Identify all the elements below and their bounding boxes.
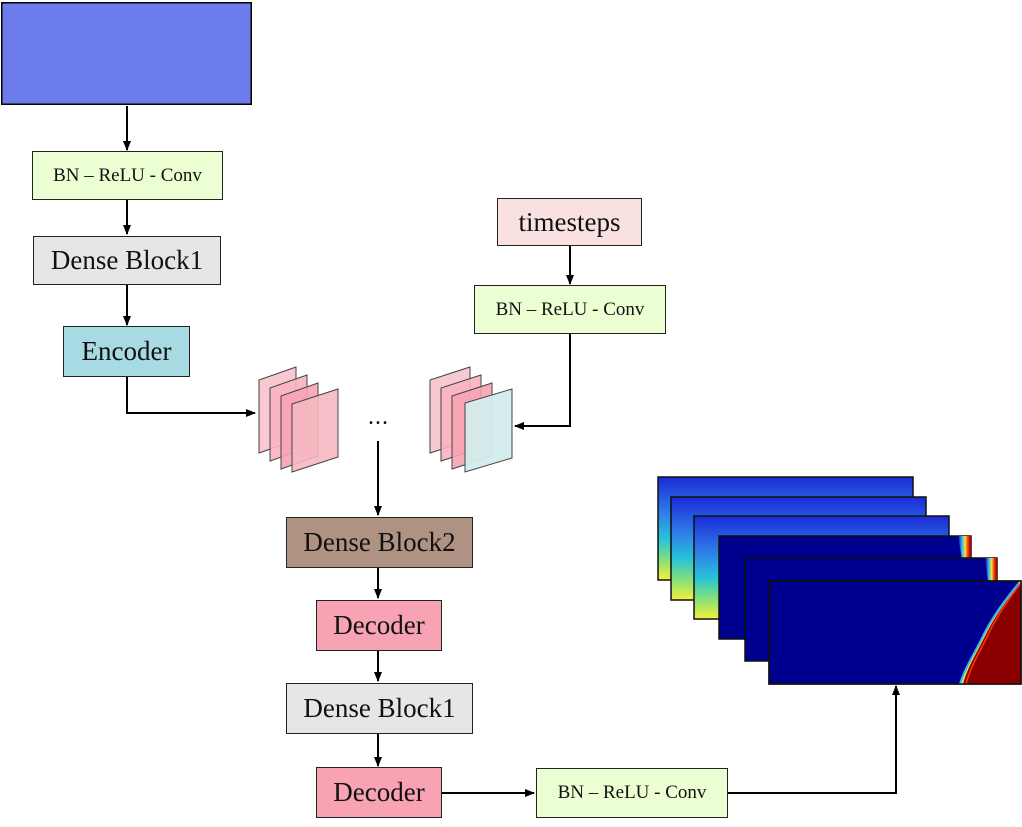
block-label: Dense Block1: [303, 693, 456, 723]
block-label: BN – ReLU - Conv: [557, 782, 707, 803]
block-label: timesteps: [518, 206, 621, 237]
decoder-block-1: Decoder: [316, 600, 442, 651]
bn-relu-conv-output-block: BN – ReLU - Conv: [536, 768, 728, 818]
decoder-block-2: Decoder: [316, 767, 442, 818]
encoder-feature-maps: [258, 366, 339, 473]
block-label: Decoder: [333, 777, 425, 807]
time-feature-maps: [429, 366, 513, 473]
encoder-block: Encoder: [63, 326, 190, 377]
bn-relu-conv-input-block: BN – ReLU - Conv: [32, 151, 223, 200]
output-field-stack: [657, 476, 1022, 685]
dense-block2-block: Dense Block2: [286, 517, 473, 568]
timesteps-block: timesteps: [497, 198, 642, 246]
ellipsis: ...: [368, 404, 389, 430]
block-label: Dense Block1: [50, 245, 204, 275]
arrow-conv-to-timefeatures: [514, 334, 571, 430]
connectors: [123, 106, 900, 797]
arrow-encoder-to-features: [126, 377, 256, 417]
block-label: Dense Block2: [303, 527, 456, 557]
bn-relu-conv-time-block: BN – ReLU - Conv: [474, 285, 666, 334]
feature-map-timestep: [464, 388, 513, 473]
feature-map: [291, 388, 339, 473]
block-label: Encoder: [81, 336, 172, 366]
arrow-conv-to-output: [728, 685, 900, 794]
input-field-image: [1, 2, 252, 105]
block-label: BN – ReLU - Conv: [495, 298, 645, 320]
block-label: Decoder: [333, 610, 425, 640]
block-label: BN – ReLU - Conv: [53, 164, 202, 186]
dense-block1-encoder-block: Dense Block1: [33, 236, 221, 285]
output-field-6: [768, 580, 1022, 685]
dense-block1-decoder-block: Dense Block1: [286, 683, 473, 734]
